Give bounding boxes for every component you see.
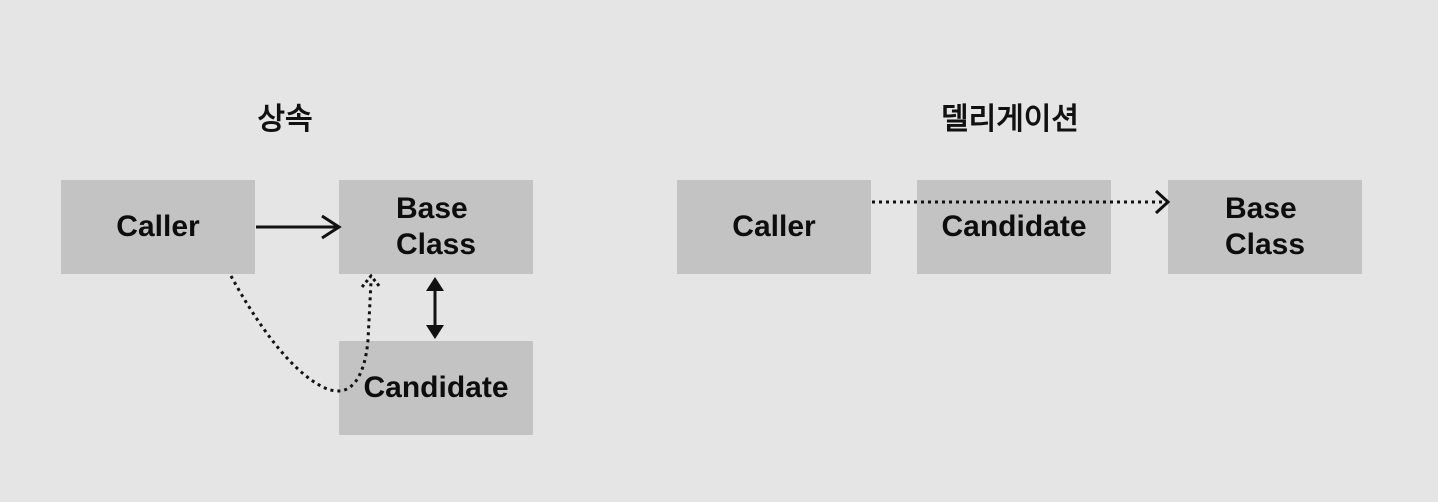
delegation-base-class-box: Base Class [1168,180,1362,274]
delegation-title: 델리게이션 [941,102,1079,137]
delegation-caller-label: Caller [732,210,816,243]
caller-to-base-arrow [256,214,342,240]
inheritance-caller-box: Caller [61,180,255,274]
delegation-base-class-label: Base Class [1225,191,1305,263]
inheritance-title: 상속 [257,102,313,137]
inheritance-base-class-line2: Class [395,228,477,261]
inheritance-caller-label: Caller [116,210,200,243]
inheritance-base-class-line1: Base [395,192,468,225]
base-candidate-double-arrow [426,277,444,339]
inheritance-candidate-box: Candidate [339,341,533,435]
delegation-base-class-line2: Class [1224,228,1306,261]
delegation-base-class-line1: Base [1224,192,1297,225]
inheritance-base-class-label: Base Class [396,191,476,263]
delegation-candidate-box: Candidate [917,180,1111,274]
delegation-candidate-label: Candidate [941,210,1087,243]
delegation-caller-box: Caller [677,180,871,274]
inheritance-candidate-label: Candidate [363,371,509,404]
inheritance-base-class-box: Base Class [339,180,533,274]
